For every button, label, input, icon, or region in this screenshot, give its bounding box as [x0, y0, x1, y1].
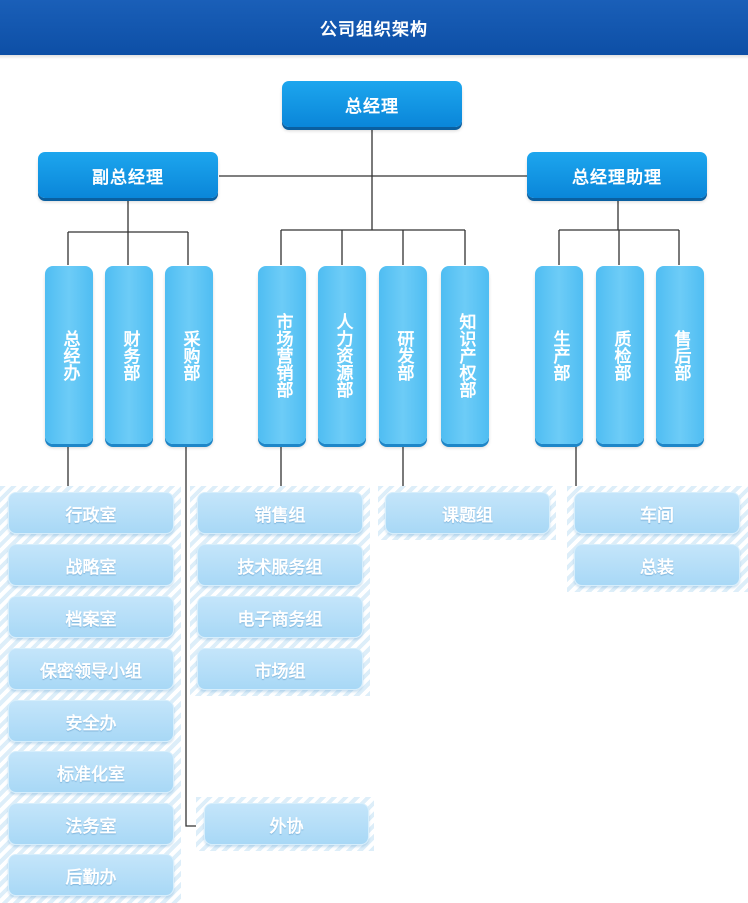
page-title: 公司组织架构 — [0, 0, 748, 59]
dept-hr: 人力资源部 — [318, 266, 366, 444]
dept-finance: 财务部 — [105, 266, 153, 444]
group-workshop: 车间 — [574, 492, 740, 534]
assistant-node: 总经理助理 — [527, 152, 707, 198]
group-outsourcing: 外协 — [204, 803, 369, 845]
group-legal-office: 法务室 — [8, 803, 174, 845]
group-standardization-office: 标准化室 — [8, 751, 174, 793]
group-tech-service: 技术服务组 — [197, 544, 363, 586]
group-ecommerce: 电子商务组 — [197, 596, 363, 638]
group-sales: 销售组 — [197, 492, 363, 534]
vice-president-node: 副总经理 — [38, 152, 218, 198]
dept-after-sales: 售后部 — [656, 266, 704, 444]
dept-rnd: 研发部 — [379, 266, 427, 444]
group-market: 市场组 — [197, 648, 363, 690]
group-confidentiality-team: 保密领导小组 — [8, 648, 174, 690]
dept-marketing: 市场营销部 — [258, 266, 306, 444]
group-admin-office: 行政室 — [8, 492, 174, 534]
group-assembly: 总装 — [574, 544, 740, 586]
dept-production: 生产部 — [535, 266, 583, 444]
group-logistics-office: 后勤办 — [8, 854, 174, 896]
group-research-project: 课题组 — [385, 492, 550, 534]
group-strategy-office: 战略室 — [8, 544, 174, 586]
group-safety-office: 安全办 — [8, 700, 174, 742]
dept-qc: 质检部 — [596, 266, 644, 444]
group-archives-office: 档案室 — [8, 596, 174, 638]
dept-ip: 知识产权部 — [441, 266, 489, 444]
dept-general-office: 总经办 — [45, 266, 93, 444]
dept-purchasing: 采购部 — [165, 266, 213, 444]
ceo-node: 总经理 — [282, 81, 462, 127]
